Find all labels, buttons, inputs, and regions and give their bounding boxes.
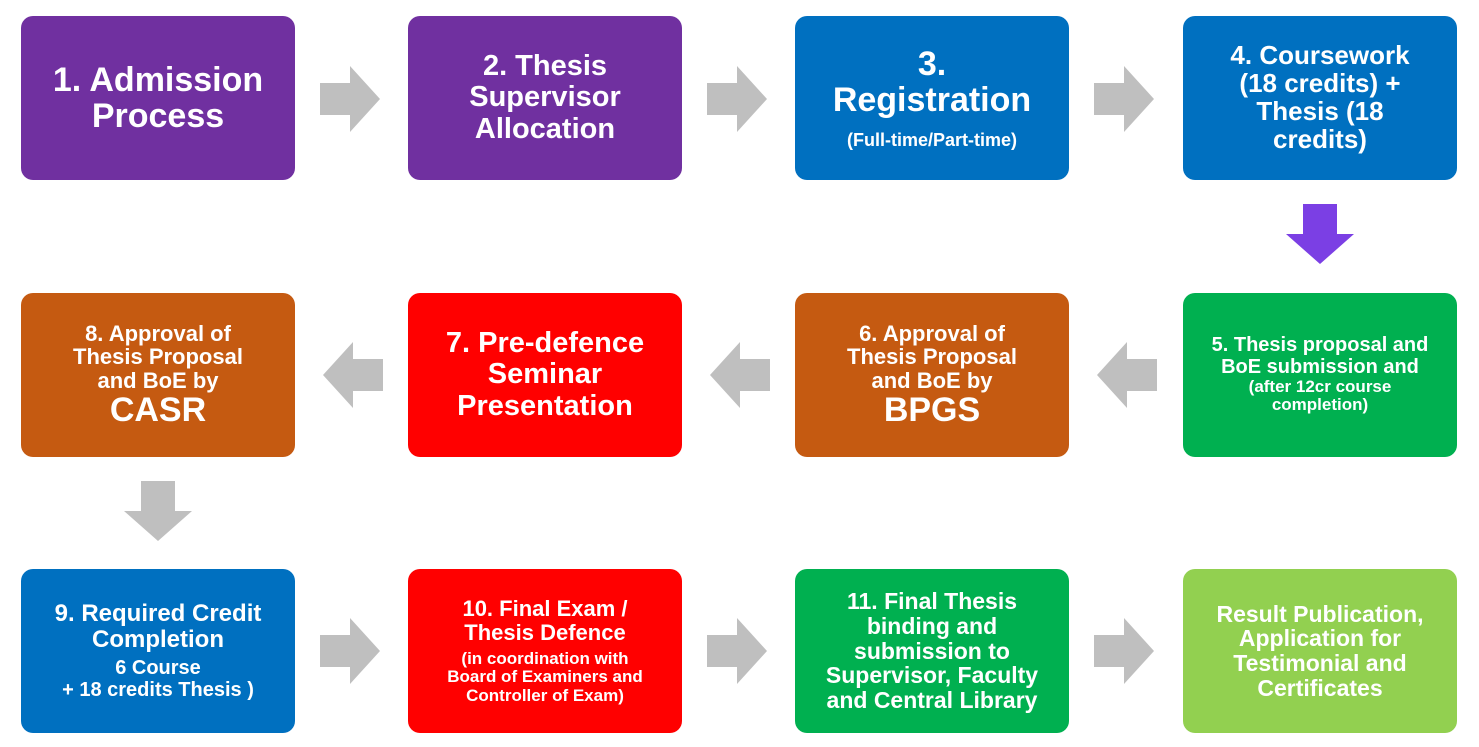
arrow-right-icon bbox=[320, 618, 380, 684]
step-6-line-2: Thesis Proposal bbox=[847, 344, 1017, 370]
step-2-thesis-supervisor-allocation: 2. Thesis Supervisor Allocation bbox=[408, 16, 682, 180]
arrow-left-icon bbox=[1097, 342, 1157, 408]
step-3-line-1: 3. bbox=[917, 45, 947, 83]
step-4-line-1: 4. Coursework bbox=[1230, 40, 1410, 71]
arrow-down-icon bbox=[1286, 204, 1354, 264]
step-9-required-credit-completion: 9. Required Credit Completion 6 Course +… bbox=[21, 569, 295, 733]
step-4-coursework-thesis: 4. Coursework (18 credits) + Thesis (18 … bbox=[1183, 16, 1457, 180]
step-5-sub-line-1: (after 12cr course bbox=[1248, 377, 1392, 397]
step-6-emphasis: BPGS bbox=[883, 391, 981, 430]
step-8-line-2: Thesis Proposal bbox=[73, 344, 243, 370]
step-3-sub: (Full-time/Part-time) bbox=[846, 129, 1017, 150]
step-7-pre-defence-seminar: 7. Pre-defence Seminar Presentation bbox=[408, 293, 682, 457]
step-1-admission-process: 1. Admission Process bbox=[21, 16, 295, 180]
step-4-line-3: Thesis (18 bbox=[1256, 96, 1384, 126]
step-8-line-3: and BoE by bbox=[97, 367, 219, 393]
step-3-registration: 3. Registration (Full-time/Part-time) bbox=[795, 16, 1069, 180]
step-9-sub-line-1: 6 Course bbox=[115, 657, 201, 680]
arrow-down-icon bbox=[124, 481, 192, 541]
step-8-line-1: 8. Approval of bbox=[85, 320, 231, 346]
step-10-final-exam-thesis-defence: 10. Final Exam / Thesis Defence (in coor… bbox=[408, 569, 682, 733]
step-10-sub-line-1: (in coordination with bbox=[461, 649, 629, 669]
step-6-approval-bpgs: 6. Approval of Thesis Proposal and BoE b… bbox=[795, 293, 1069, 457]
step-12-line-3: Testimonial and bbox=[1233, 650, 1407, 676]
step-6-line-1: 6. Approval of bbox=[859, 320, 1005, 346]
step-5-thesis-proposal-submission: 5. Thesis proposal and BoE submission an… bbox=[1183, 293, 1457, 457]
arrow-right-icon bbox=[320, 66, 380, 132]
arrow-left-icon bbox=[323, 342, 383, 408]
step-9-line-2: Completion bbox=[92, 625, 224, 653]
step-12-line-4: Certificates bbox=[1257, 674, 1383, 701]
step-10-sub-line-2: Board of Examiners and bbox=[447, 667, 643, 687]
step-8-approval-casr: 8. Approval of Thesis Proposal and BoE b… bbox=[21, 293, 295, 457]
step-2-line-2: Supervisor bbox=[469, 81, 621, 114]
step-11-final-thesis-binding: 11. Final Thesis binding and submission … bbox=[795, 569, 1069, 733]
step-10-line-2: Thesis Defence bbox=[464, 619, 626, 645]
step-3-line-2: Registration bbox=[832, 81, 1032, 120]
arrow-right-icon bbox=[1094, 618, 1154, 684]
step-5-sub-line-2: completion) bbox=[1271, 395, 1369, 415]
step-2-line-1: 2. Thesis bbox=[482, 50, 608, 83]
step-11-line-5: and Central Library bbox=[826, 686, 1038, 713]
step-12-line-2: Application for bbox=[1238, 625, 1402, 652]
step-8-emphasis: CASR bbox=[109, 391, 207, 430]
step-10-sub-line-3: Controller of Exam) bbox=[466, 685, 624, 705]
step-12-result-publication: Result Publication, Application for Test… bbox=[1183, 569, 1457, 733]
step-9-line-1: 9. Required Credit bbox=[54, 599, 262, 627]
step-11-line-4: Supervisor, Faculty bbox=[825, 662, 1039, 689]
arrow-right-icon bbox=[1094, 66, 1154, 132]
step-6-line-3: and BoE by bbox=[871, 367, 993, 393]
step-7-line-3: Presentation bbox=[457, 389, 633, 422]
step-1-line-1: 1. Admission bbox=[52, 60, 264, 99]
step-11-line-1: 11. Final Thesis bbox=[846, 588, 1018, 615]
arrow-right-icon bbox=[707, 618, 767, 684]
step-10-line-1: 10. Final Exam / bbox=[462, 596, 628, 622]
step-7-line-2: Seminar bbox=[487, 358, 603, 391]
step-7-line-1: 7. Pre-defence bbox=[445, 327, 645, 360]
arrow-right-icon bbox=[707, 66, 767, 132]
step-12-line-1: Result Publication, bbox=[1216, 600, 1424, 627]
step-5-line-1: 5. Thesis proposal and bbox=[1211, 334, 1429, 357]
step-11-line-2: binding and bbox=[866, 613, 998, 640]
arrow-left-icon bbox=[710, 342, 770, 408]
step-1-line-2: Process bbox=[91, 97, 225, 135]
step-11-line-3: submission to bbox=[854, 637, 1010, 664]
step-2-line-3: Allocation bbox=[474, 112, 616, 145]
step-4-line-2: (18 credits) + bbox=[1239, 68, 1401, 99]
step-4-line-4: credits) bbox=[1273, 123, 1367, 154]
step-5-line-2: BoE submission and bbox=[1221, 355, 1419, 378]
step-9-sub-line-2: + 18 credits Thesis ) bbox=[62, 678, 254, 701]
